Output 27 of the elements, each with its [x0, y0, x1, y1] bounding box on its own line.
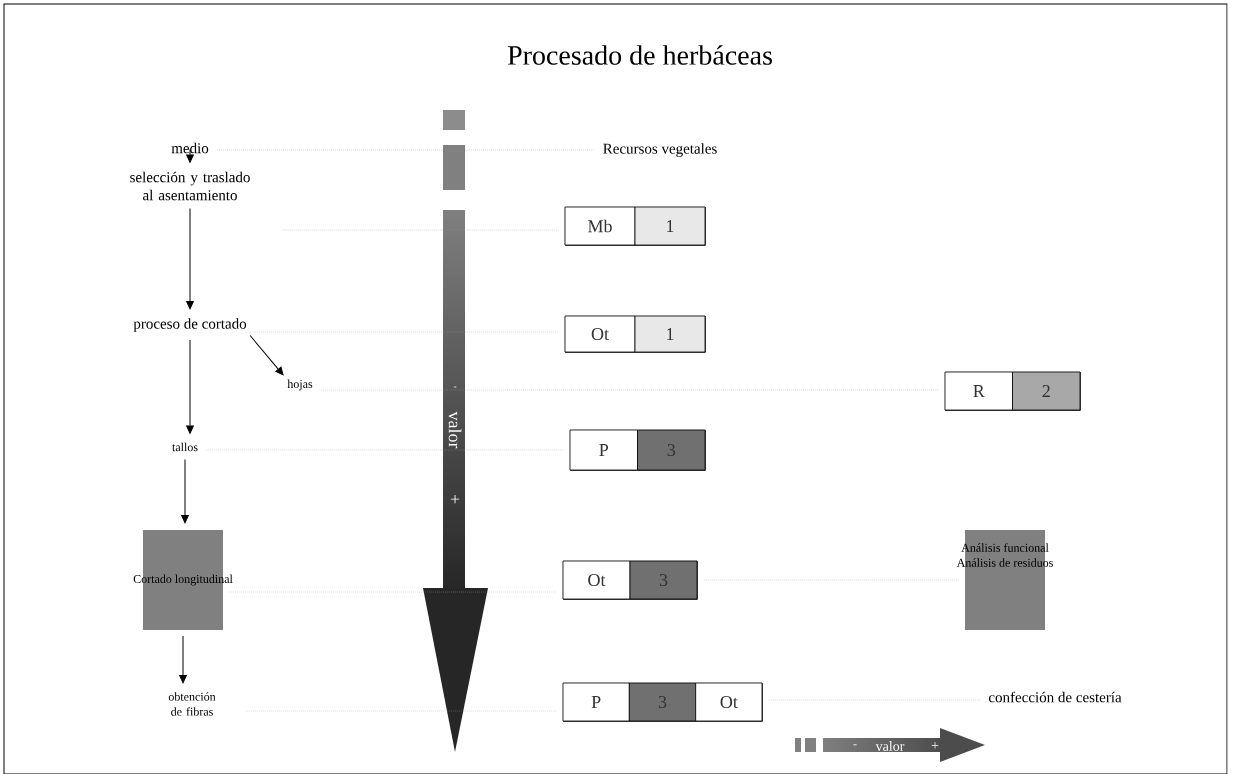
- arrow-label: -: [453, 386, 457, 388]
- arrow: [186, 208, 194, 310]
- cell-box: Mb 1: [564, 206, 706, 246]
- arrow-label: +: [450, 494, 460, 504]
- arrow: [186, 339, 194, 434]
- step-text: tallos: [172, 442, 198, 452]
- step-text: hojas: [287, 379, 313, 391]
- step-text: proceso de cortado: [133, 318, 247, 332]
- cell-box: Ot 3: [562, 560, 698, 600]
- step-text: obtención de fibras: [168, 692, 216, 716]
- arrow-label: valor: [875, 741, 905, 751]
- arrow: [179, 635, 187, 684]
- arrow: [249, 335, 284, 376]
- arrow: [181, 458, 189, 524]
- arrow-label: +: [931, 742, 939, 749]
- cell-box: P 3: [569, 429, 706, 471]
- step-text: selección y traslado al asentamiento: [130, 171, 250, 201]
- cell-box: P 3 Ot: [562, 682, 763, 722]
- cell-box: R 2: [944, 371, 1081, 411]
- arrow-label: -: [853, 744, 857, 746]
- title: Procesado de herbáceas: [507, 45, 772, 65]
- arrow-label: valor: [448, 411, 462, 449]
- arrow: [186, 149, 194, 163]
- step-text: medio: [171, 142, 209, 154]
- cell-box: Ot 1: [564, 315, 706, 353]
- step-text: Recursos vegetales: [603, 143, 717, 157]
- step-text: confección de cestería: [988, 691, 1122, 703]
